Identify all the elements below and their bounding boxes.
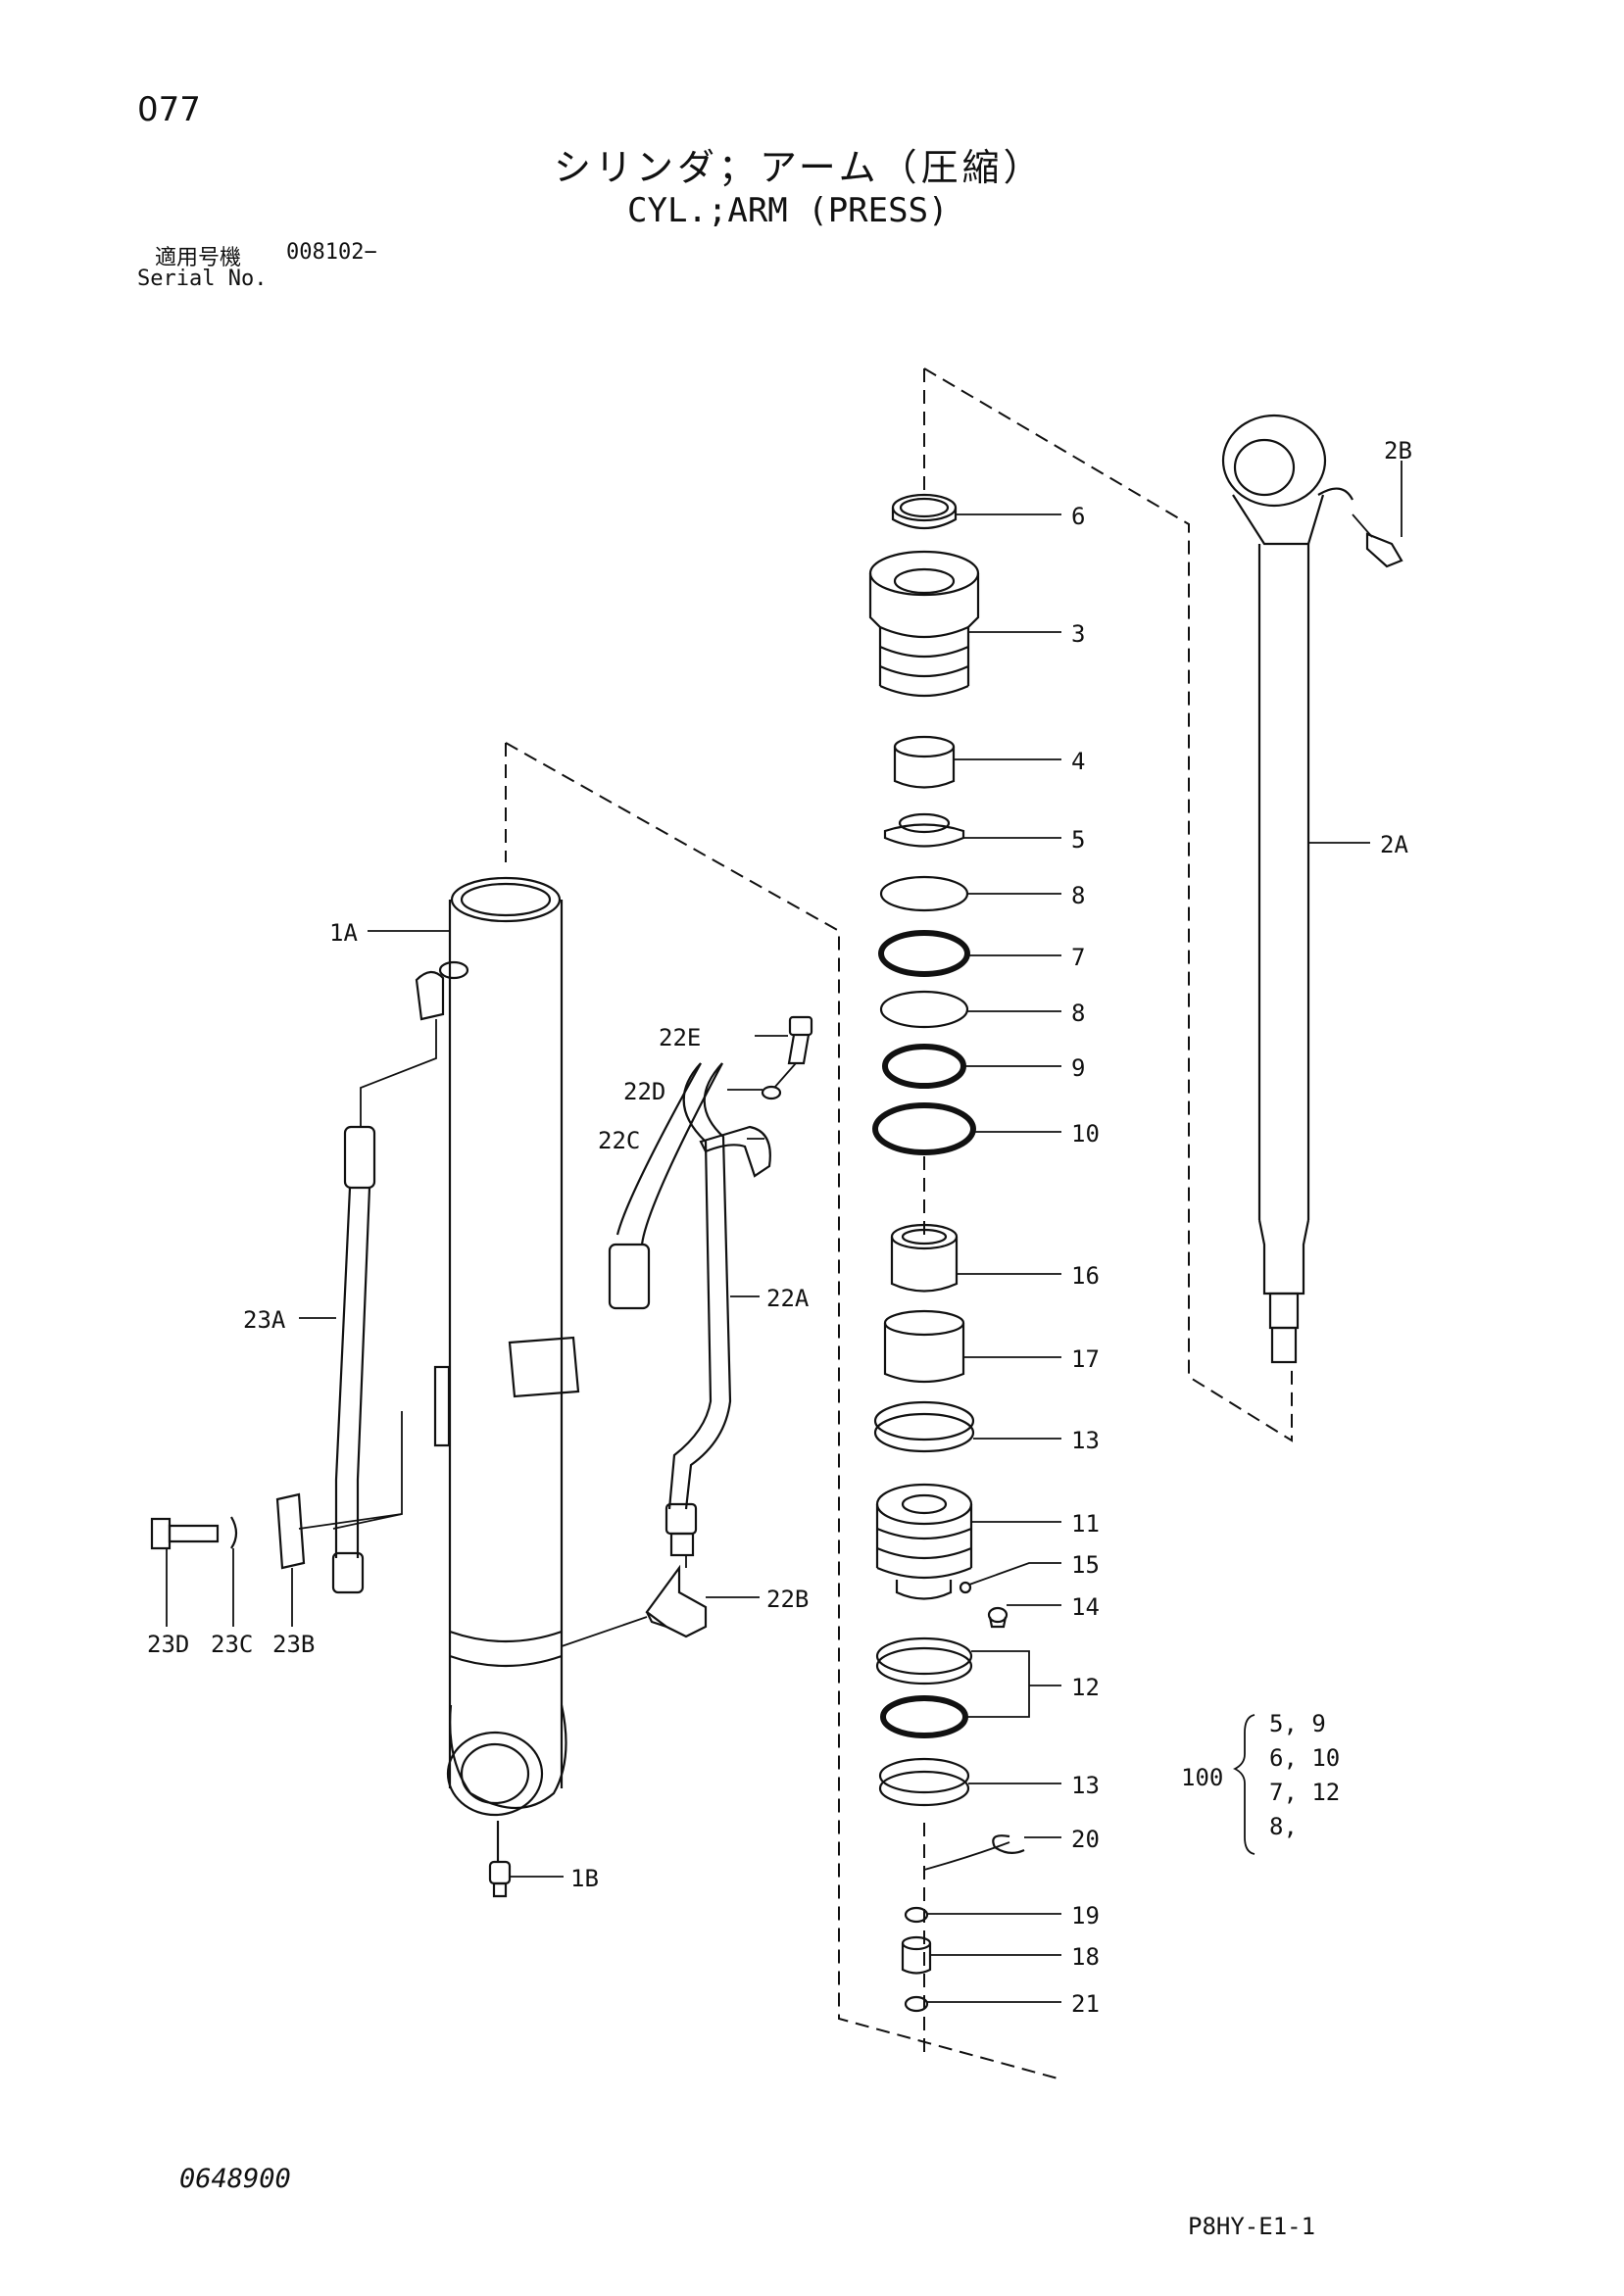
- callout-6: 6: [1071, 503, 1085, 530]
- callout-4: 4: [1071, 748, 1085, 775]
- serial-label-japanese: 適用号機: [155, 246, 242, 270]
- callout-22A: 22A: [766, 1285, 810, 1312]
- seal-kit-row-1: 5, 9: [1269, 1710, 1326, 1737]
- leader-lines: [299, 461, 1403, 2003]
- callout-14: 14: [1071, 1593, 1100, 1621]
- callout-23D: 23D: [147, 1631, 189, 1658]
- bushing-4: [893, 735, 956, 789]
- assembly-dashed-lines: [505, 367, 1293, 2080]
- seal-kit-row-2: 6, 10: [1269, 1744, 1340, 1772]
- callout-7: 7: [1071, 944, 1085, 971]
- clamp-22C: [699, 1125, 771, 1178]
- elbow-fitting-22B: [561, 1564, 708, 1647]
- callout-1B: 1B: [570, 1865, 599, 1892]
- dust-seal-6: [891, 493, 958, 529]
- seal-kit-note: 100 5, 9 6, 10 7, 12 8,: [1181, 1710, 1340, 1840]
- tube-22A: [508, 1062, 732, 1568]
- o-ring-in-set-12: [880, 1695, 968, 1738]
- callout-15: 15: [1071, 1551, 1100, 1579]
- bolt-22E: [773, 1015, 813, 1089]
- backup-ring-8-lower: [879, 990, 969, 1029]
- seal-kit-row-4: 8,: [1269, 1813, 1298, 1840]
- o-ring-21: [904, 1995, 929, 2013]
- o-ring-7: [878, 930, 970, 977]
- cushion-ring-16: [890, 1223, 959, 1293]
- page-number: 077: [137, 90, 201, 129]
- callout-22B: 22B: [766, 1586, 809, 1613]
- wear-ring-13-in-set-12: [875, 1637, 973, 1685]
- steel-ball-15: [959, 1581, 972, 1594]
- callout-20: 20: [1071, 1826, 1100, 1853]
- callout-8-upper: 8: [1071, 882, 1085, 909]
- callout-2A: 2A: [1380, 831, 1408, 858]
- callout-10: 10: [1071, 1120, 1100, 1148]
- cylinder-head-3: [868, 550, 980, 698]
- set-screw-14: [987, 1606, 1009, 1629]
- pipe-23A: [331, 970, 445, 1594]
- cylinder-tube-1A: [433, 876, 567, 1817]
- callout-13-lower: 13: [1071, 1772, 1100, 1799]
- retaining-ring-20: [992, 1834, 1025, 1854]
- callout-21: 21: [1071, 1990, 1100, 2018]
- page-code: P8HY-E1-1: [1188, 2213, 1316, 2240]
- piston-11: [875, 1483, 973, 1600]
- callout-22C: 22C: [598, 1127, 640, 1154]
- callout-8-lower: 8: [1071, 1000, 1085, 1027]
- buffer-ring-5: [883, 812, 965, 848]
- callout-9: 9: [1071, 1054, 1085, 1082]
- callout-labels: 6 3 4 5 8 7 8 9 10 16 17 13 11 15 14 12 …: [147, 437, 1412, 2018]
- washer-22D: [761, 1085, 782, 1100]
- nut-18: [901, 1935, 932, 1975]
- callout-19: 19: [1071, 1902, 1100, 1930]
- page-title-english: CYL.;ARM (PRESS): [627, 191, 949, 230]
- callout-22D: 22D: [623, 1078, 665, 1105]
- callout-17: 17: [1071, 1345, 1100, 1373]
- page-title-japanese: シリンダ；アーム（圧縮）: [554, 146, 1045, 189]
- callout-13-upper: 13: [1071, 1427, 1100, 1454]
- callout-23B: 23B: [272, 1631, 315, 1658]
- callout-3: 3: [1071, 620, 1085, 648]
- callout-23A: 23A: [243, 1306, 286, 1334]
- callout-11: 11: [1071, 1510, 1100, 1538]
- seal-kit-row-3: 7, 12: [1269, 1779, 1340, 1806]
- grease-fitting-1B: [488, 1821, 512, 1898]
- callout-2B: 2B: [1384, 437, 1412, 464]
- piston-rod-2A: [1221, 414, 1353, 1364]
- backup-ring-8-upper: [879, 875, 969, 912]
- piston-bushing-17: [883, 1309, 965, 1384]
- o-ring-19: [904, 1906, 929, 1924]
- document-code: 0648900: [179, 2164, 291, 2194]
- callout-1A: 1A: [329, 919, 358, 947]
- o-ring-9: [882, 1044, 966, 1089]
- lead-line-20-ring: [923, 1841, 1010, 1871]
- clamp-bolt-group-23: [150, 1492, 403, 1627]
- callout-18: 18: [1071, 1943, 1100, 1971]
- callout-23C: 23C: [211, 1631, 253, 1658]
- seal-kit-number: 100: [1181, 1764, 1223, 1791]
- callout-16: 16: [1071, 1262, 1100, 1290]
- serial-number-value: 008102−: [286, 240, 377, 265]
- o-ring-10: [872, 1102, 976, 1155]
- callout-12: 12: [1071, 1674, 1100, 1701]
- callout-22E: 22E: [659, 1024, 701, 1051]
- callout-5: 5: [1071, 826, 1085, 854]
- serial-label-english: Serial No.: [137, 267, 268, 291]
- wear-ring-13-lower: [878, 1757, 970, 1807]
- wear-ring-13-upper: [873, 1400, 975, 1453]
- grease-nipple-2B: [1352, 513, 1403, 568]
